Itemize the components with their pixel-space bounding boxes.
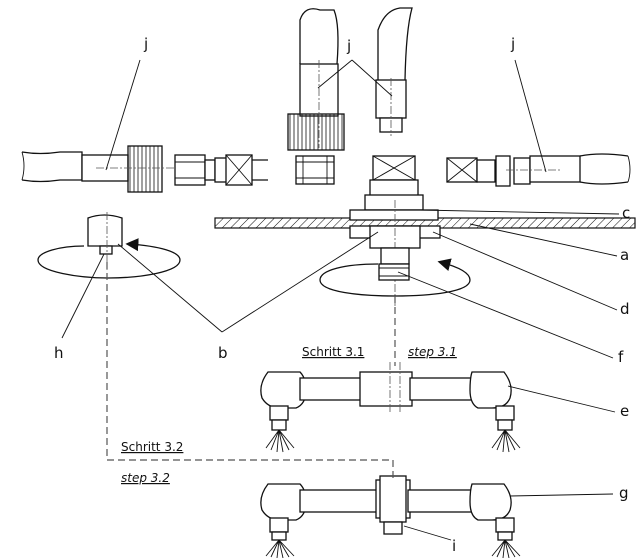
label-j-right: j <box>510 35 515 53</box>
step-3-2-en: step 3.2 <box>121 471 170 485</box>
leader-lines <box>61 59 620 541</box>
label-j-left: j <box>143 35 148 53</box>
label-c: c <box>622 204 630 222</box>
left-sensor-unit <box>37 212 181 279</box>
label-b: b <box>218 344 228 362</box>
label-a: a <box>620 246 629 264</box>
label-e: e <box>620 402 629 420</box>
step-3-2-de: Schritt 3.2 <box>121 440 183 454</box>
step-3-2-dashed-path <box>106 262 394 478</box>
right-hose-assembly <box>446 153 631 187</box>
left-hose-assembly <box>21 145 268 193</box>
label-d: d <box>620 300 630 318</box>
step-3-1-de: Schritt 3.1 <box>302 345 364 359</box>
label-j-center: j <box>346 37 351 55</box>
label-h: h <box>54 344 64 362</box>
step-3-1-en: step 3.1 <box>408 345 457 359</box>
label-i: i <box>452 537 456 555</box>
nozzle-assembly-step-3-2 <box>260 475 521 558</box>
center-top-hoses <box>287 7 413 185</box>
nozzle-assembly-step-3-1 <box>260 362 521 453</box>
label-f: f <box>618 348 624 366</box>
label-g: g <box>619 484 629 502</box>
